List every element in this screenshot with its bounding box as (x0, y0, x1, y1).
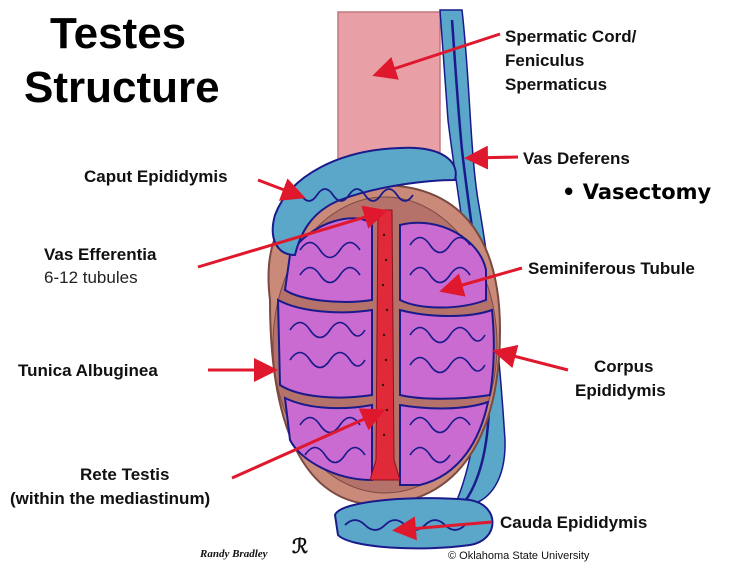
label-vasectomy: • Vasectomy (562, 180, 711, 204)
label-rete-testis-1: Rete Testis (80, 464, 169, 485)
label-vas-deferens: Vas Deferens (523, 148, 630, 169)
spermatic-cord-shape (338, 12, 440, 170)
label-corpus-epididymis-1: Corpus (594, 356, 654, 377)
label-caput-epididymis: Caput Epididymis (84, 166, 228, 187)
label-vas-efferentia: Vas Efferentia (44, 244, 156, 265)
title-line-2: Structure (24, 66, 220, 110)
artist-logo-icon: ℛ (292, 534, 308, 558)
label-spermatic-cord-1: Spermatic Cord/ (505, 26, 636, 47)
title-line-1: Testes (50, 12, 186, 56)
label-spermatic-cord-3: Spermaticus (505, 74, 607, 95)
artist-signature: Randy Bradley (200, 548, 268, 560)
label-rete-testis-2: (within the mediastinum) (10, 488, 210, 509)
label-vas-efferentia-sub: 6-12 tubules (44, 268, 138, 288)
copyright-notice: © Oklahoma State University (448, 550, 589, 562)
label-tunica-albuginea: Tunica Albuginea (18, 360, 158, 381)
label-corpus-epididymis-2: Epididymis (575, 380, 666, 401)
label-seminiferous-tubule: Seminiferous Tubule (528, 258, 695, 279)
label-cauda-epididymis: Cauda Epididymis (500, 512, 647, 533)
label-spermatic-cord-2: Feniculus (505, 50, 584, 71)
